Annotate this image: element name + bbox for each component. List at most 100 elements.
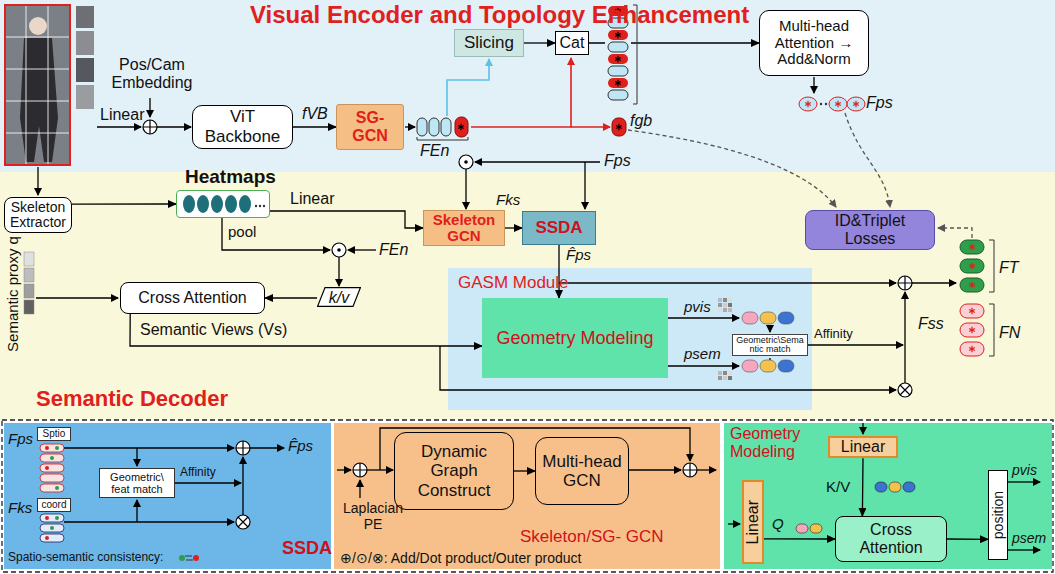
process-box: ViT Backbone [192, 105, 293, 148]
heatmap-pills [259, 205, 261, 207]
feature-pills [969, 282, 975, 288]
kv-parallelogram: k/v [317, 287, 361, 309]
text-label: Fks [8, 499, 32, 516]
text-label: pvis [1012, 462, 1037, 478]
text-label: Affinity [814, 327, 853, 342]
flow-wire [1008, 549, 1040, 550]
token-pills [608, 78, 628, 88]
node-text: coord [41, 500, 66, 510]
image-patches [76, 85, 94, 109]
section-band: Semantic DecoderSkeleton ExtractorHeatma… [0, 172, 1055, 420]
node-text: Semantic Decoder [36, 386, 228, 411]
label-holder: FEn [420, 142, 449, 160]
image-patches [76, 58, 94, 82]
heatmap-pills [197, 195, 209, 213]
token-wire [471, 58, 571, 127]
semantic-proxy-squares [24, 252, 34, 314]
edge-label-holder: K/V [826, 478, 850, 496]
node-text: Geometry Modeling [730, 425, 820, 460]
node-text: Multi-head GCN [538, 452, 626, 490]
node-text: SSDA [282, 538, 332, 559]
flow-wire [36, 77, 1040, 550]
label-holder: pvis [684, 298, 711, 315]
proxy-grid [723, 376, 727, 380]
region-fill [4, 423, 331, 569]
feature-pills [40, 464, 64, 472]
feature-pills [960, 240, 984, 254]
feature-pills [960, 259, 984, 273]
flow-wire [912, 282, 956, 283]
proxy-grid [718, 298, 732, 380]
label-holder: Fss [918, 315, 944, 333]
edge-label: Fks [496, 191, 520, 208]
flow-wire [1008, 481, 1040, 482]
tag-box: Sptio [37, 427, 71, 441]
flow-wire [338, 257, 339, 286]
connector-arrow [505, 227, 522, 228]
region-fill [0, 172, 1055, 420]
flow-wire [175, 482, 241, 483]
semantic-proxy-squares [24, 284, 34, 298]
dashed-frame [2, 420, 1053, 572]
label-holder: Fps [604, 152, 631, 170]
match-box: Geometric\Semantic match [732, 334, 808, 356]
feature-pills [875, 482, 887, 492]
proxy-grid [718, 371, 722, 375]
flow-wire [628, 469, 681, 470]
feature-pills [742, 312, 758, 324]
flow-wire [157, 126, 191, 127]
feature-pills [960, 278, 984, 292]
token-wire [447, 59, 489, 116]
edge-label: Semantic Views (Vs) [140, 321, 287, 338]
node-text: Linear [841, 438, 885, 456]
feature-pills [889, 482, 901, 492]
feature-pills [50, 456, 54, 460]
flow-wire [813, 77, 814, 93]
process-box: Slicing [454, 29, 524, 57]
token-pills [616, 124, 622, 130]
feature-pills [55, 446, 59, 450]
feature-pills [45, 446, 49, 450]
label-holder: Spatio-semantic consistency: [8, 551, 163, 565]
token-pills [799, 97, 817, 111]
image-patches [76, 31, 94, 55]
token-pills [417, 137, 468, 140]
label-holder: fgb [630, 112, 652, 130]
node-text: Visual Encoder and Topology Enhancement [250, 1, 749, 29]
connector-arrow [293, 126, 336, 127]
flow-wire [769, 325, 770, 332]
semantic-proxy-squares [24, 300, 34, 314]
text-label: Fps [604, 152, 631, 170]
feature-pills [55, 486, 59, 490]
proxy-grid [723, 298, 727, 302]
edge-label-holder: Semantic Views (Vs) [140, 321, 287, 339]
node-text: SSDA [535, 218, 582, 238]
feature-pills [778, 312, 794, 324]
flow-wire [250, 447, 284, 448]
semantic-proxy-squares [24, 268, 34, 282]
label-holder: psem [1012, 530, 1046, 546]
tag-box: coord [37, 498, 71, 512]
connector-arrow [764, 538, 835, 540]
label-holder: Linear [100, 106, 144, 124]
feature-pills [45, 466, 49, 470]
edge-label: F̂ps [566, 246, 591, 263]
feature-pills [960, 342, 984, 356]
edge-label-holder: Linear [290, 190, 334, 208]
feature-pills [40, 514, 64, 522]
flow-wire [405, 126, 415, 127]
proxy-grid [723, 303, 727, 307]
flow-wire [697, 469, 716, 470]
node-text: Cross Attention [138, 289, 247, 307]
label-holder: FT [999, 259, 1019, 277]
proxy-grid [728, 371, 732, 375]
proxy-grid [718, 376, 722, 380]
heatmap-pills [176, 190, 270, 218]
dashed-loss-wire [845, 113, 890, 207]
text-label: psem [684, 345, 721, 362]
token-pills [608, 30, 628, 40]
label-holder: FEn [379, 241, 408, 259]
feature-pills [40, 534, 64, 542]
flow-wire [862, 423, 863, 434]
text-label: Affinity [180, 466, 216, 480]
